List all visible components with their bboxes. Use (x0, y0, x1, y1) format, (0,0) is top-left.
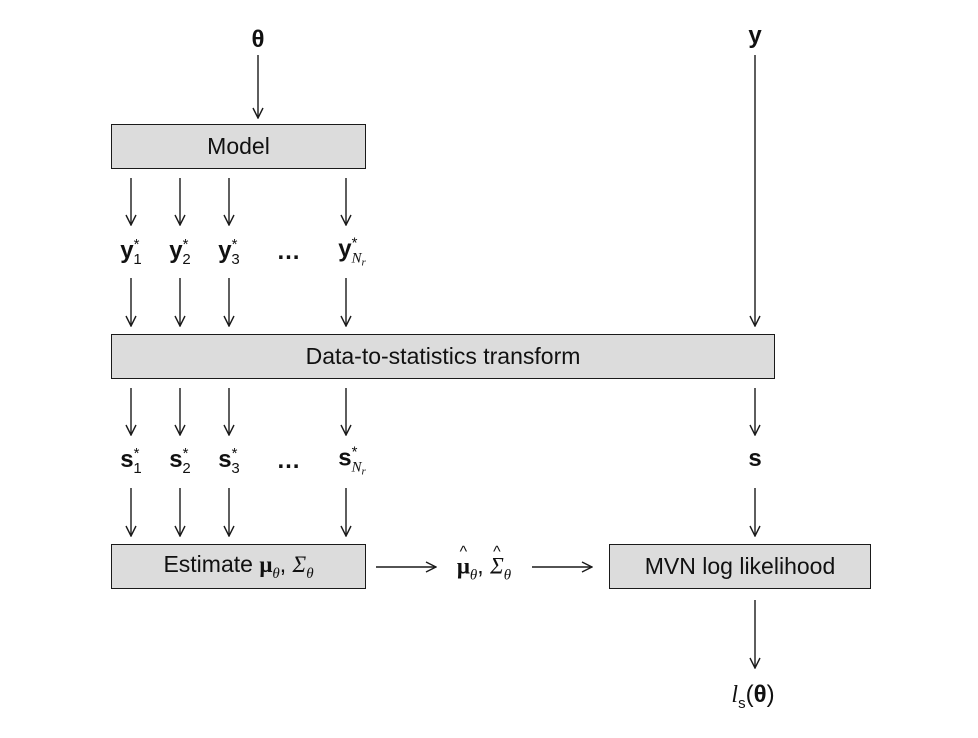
mvn-box: MVN log likelihood (609, 544, 871, 589)
y-replicate-1: y*1 (120, 237, 142, 267)
observed-stat-label: s (748, 445, 762, 472)
index-N: N (351, 459, 362, 476)
s-replicate-1: s*1 (120, 446, 142, 476)
transform-box-label: Data-to-statistics transform (305, 343, 581, 369)
star: * (231, 236, 238, 253)
estimate-prefix: Estimate (163, 550, 260, 577)
theta-subscript: θ (469, 567, 478, 584)
sigma-hat: ^Σ (490, 544, 504, 579)
hat-accent: ^ (459, 543, 468, 561)
output-label: ls(θ) (731, 681, 775, 712)
s-replicate-3: s*3 (218, 446, 240, 476)
index-N: N (351, 250, 362, 267)
star: * (182, 445, 189, 462)
theta-subscript: θ (306, 565, 314, 582)
theta-input-label: θ (251, 26, 265, 53)
theta-subscript: θ (272, 565, 280, 582)
star: * (351, 234, 358, 252)
s-ellipsis: … (276, 447, 302, 474)
star: * (133, 236, 140, 253)
y-replicate-Nr: y*Nr (338, 236, 366, 269)
s-replicate-2: s*2 (169, 446, 191, 476)
transform-box: Data-to-statistics transform (111, 334, 775, 379)
index: 3 (231, 460, 240, 477)
y-symbol: y (338, 235, 352, 263)
theta-arg: θ (753, 681, 767, 708)
sigma-symbol: Σ (292, 551, 307, 577)
separator: , (477, 552, 491, 579)
mvn-box-label: MVN log likelihood (644, 553, 836, 579)
estimate-box-label: Estimate μθ, Σθ (163, 551, 313, 583)
index: 3 (231, 251, 240, 268)
l-symbol: l (731, 682, 739, 708)
index-r: r (361, 256, 366, 269)
s-symbol: s (169, 446, 183, 473)
estimate-box: Estimate μθ, Σθ (111, 544, 366, 589)
hat-accent: ^ (493, 543, 501, 561)
y-symbol: y (169, 237, 183, 264)
star: * (182, 236, 189, 253)
open-paren: ( (745, 681, 754, 708)
theta-subscript: θ (503, 567, 512, 584)
model-box: Model (111, 124, 366, 169)
estimates-label: ^μθ, ^Σθ (456, 544, 512, 584)
y-replicate-3: y*3 (218, 237, 240, 267)
star: * (231, 445, 238, 462)
y-symbol: y (120, 237, 134, 264)
index: 1 (133, 251, 142, 268)
model-box-label: Model (207, 133, 270, 159)
index: 1 (133, 460, 142, 477)
y-input-label: y (748, 22, 762, 49)
mu-symbol: μ (259, 551, 273, 577)
mu-symbol: μ (456, 553, 470, 579)
sigma-symbol: Σ (490, 553, 504, 579)
separator: , (279, 550, 293, 577)
s-symbol: s (120, 446, 134, 473)
s-symbol: s (218, 446, 232, 473)
y-replicate-2: y*2 (169, 237, 191, 267)
s-subscript: s (738, 695, 746, 712)
index-r: r (361, 465, 366, 478)
index: 2 (182, 460, 191, 477)
s-replicate-Nr: s*Nr (338, 445, 366, 478)
close-paren: ) (766, 681, 775, 708)
star: * (133, 445, 140, 462)
s-symbol: s (338, 444, 352, 472)
star: * (351, 443, 358, 461)
y-symbol: y (218, 237, 232, 264)
y-ellipsis: … (276, 238, 302, 265)
index: 2 (182, 251, 191, 268)
mu-hat: ^μ (456, 544, 470, 579)
